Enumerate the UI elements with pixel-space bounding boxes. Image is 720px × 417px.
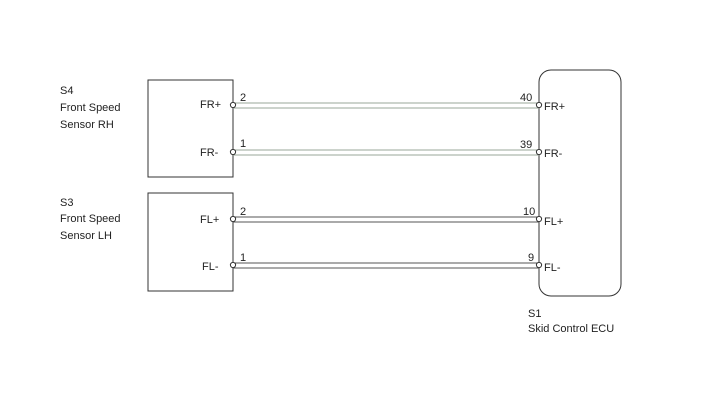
terminal-circle xyxy=(229,148,237,156)
terminal-circle xyxy=(535,261,543,269)
ecu-pin-label-fl-plus: FL+ xyxy=(544,216,563,228)
terminal-circle xyxy=(229,215,237,223)
ecu-pin-number-fr-minus: 39 xyxy=(520,139,532,151)
terminal-circle xyxy=(535,148,543,156)
sensor-lh-pin-number-1: 2 xyxy=(240,206,246,218)
ecu-pin-number-fl-minus: 9 xyxy=(528,252,534,264)
sensor-lh-name-line2: Sensor LH xyxy=(60,230,112,242)
sensor-rh-pin-number-1: 2 xyxy=(240,92,246,104)
wire-fl-plus xyxy=(233,216,539,223)
sensor-rh-code: S4 xyxy=(60,85,73,97)
sensor-rh-pin-label-2: FR- xyxy=(200,147,219,159)
sensor-lh-name-line1: Front Speed xyxy=(60,213,121,225)
ecu-code: S1 xyxy=(528,308,541,320)
ecu-name: Skid Control ECU xyxy=(528,323,614,335)
sensor-rh-box xyxy=(147,79,234,178)
sensor-lh-pin-label-1: FL+ xyxy=(200,214,219,226)
ecu-pin-label-fr-plus: FR+ xyxy=(544,101,565,113)
sensor-rh-name-line2: Sensor RH xyxy=(60,119,114,131)
sensor-lh-code: S3 xyxy=(60,197,73,209)
terminal-circle xyxy=(229,101,237,109)
wires xyxy=(233,102,539,269)
wire-fl-minus xyxy=(233,262,539,269)
ecu-pin-label-fr-minus: FR- xyxy=(544,148,563,160)
sensor-rh-pin-number-2: 1 xyxy=(240,138,246,150)
ecu-pin-label-fl-minus: FL- xyxy=(544,262,561,274)
wire-fr-minus xyxy=(233,149,539,156)
wire-fr-plus xyxy=(233,102,539,109)
sensor-rh-name-line1: Front Speed xyxy=(60,102,121,114)
sensor-lh-pin-number-2: 1 xyxy=(240,252,246,264)
ecu-box xyxy=(538,69,622,297)
terminal-circle xyxy=(229,261,237,269)
ecu-pin-number-fl-plus: 10 xyxy=(523,206,535,218)
sensor-rh-pin-label-1: FR+ xyxy=(200,99,221,111)
sensor-lh-box xyxy=(147,192,234,292)
ecu-pin-number-fr-plus: 40 xyxy=(520,92,532,104)
terminal-circle xyxy=(535,215,543,223)
terminal-circle xyxy=(535,101,543,109)
sensor-lh-pin-label-2: FL- xyxy=(202,261,219,273)
